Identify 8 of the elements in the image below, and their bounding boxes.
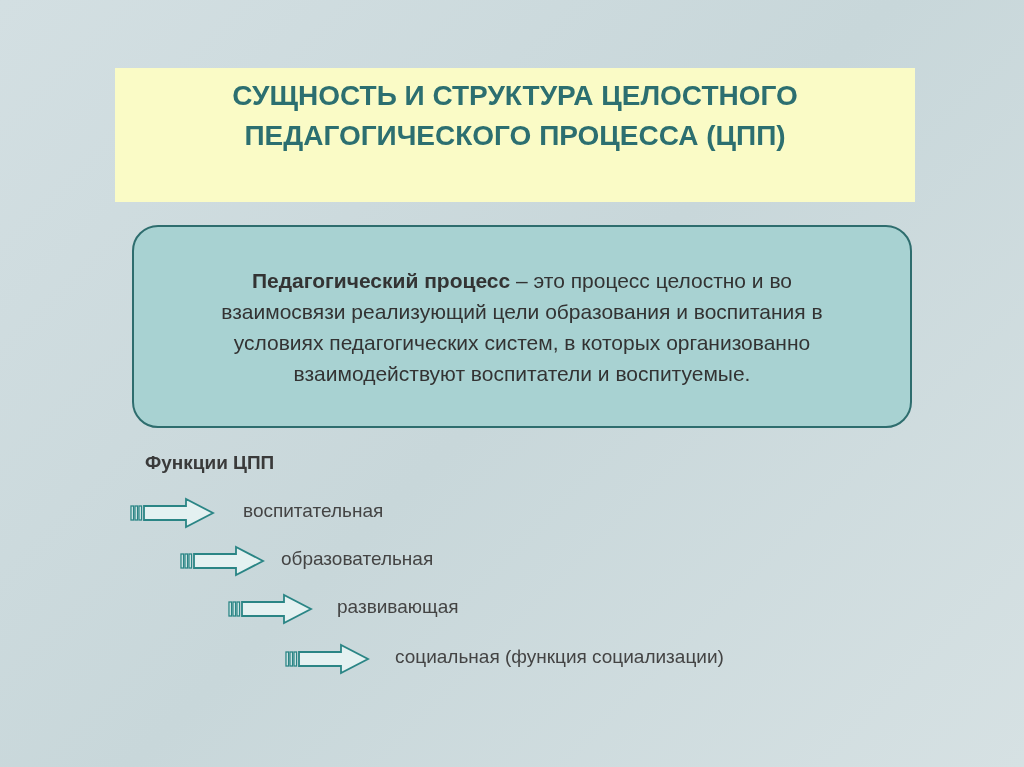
section-heading: Функции ЦПП (145, 452, 275, 474)
list-item-text: социальная (функция социализации) (395, 646, 724, 668)
list-item-text: образовательная (281, 548, 434, 570)
slide-title: СУЩНОСТЬ И СТРУКТУРА ЦЕЛОСТНОГО ПЕДАГОГИЧЕСКОГО ПРОЦЕССА (ЦПП) (115, 68, 915, 202)
list-item-text: воспитательная (243, 500, 384, 522)
definition-box (132, 225, 912, 428)
list-item-text: развивающая (337, 596, 459, 618)
definition-text: Педагогический процесс – это процесс целостно и во взаимосвязи реализующий цели образования и воспитания в условиях педагогических систем, в которых организованно взаимодействуют воспитатели и воспитуемые. (220, 267, 824, 387)
